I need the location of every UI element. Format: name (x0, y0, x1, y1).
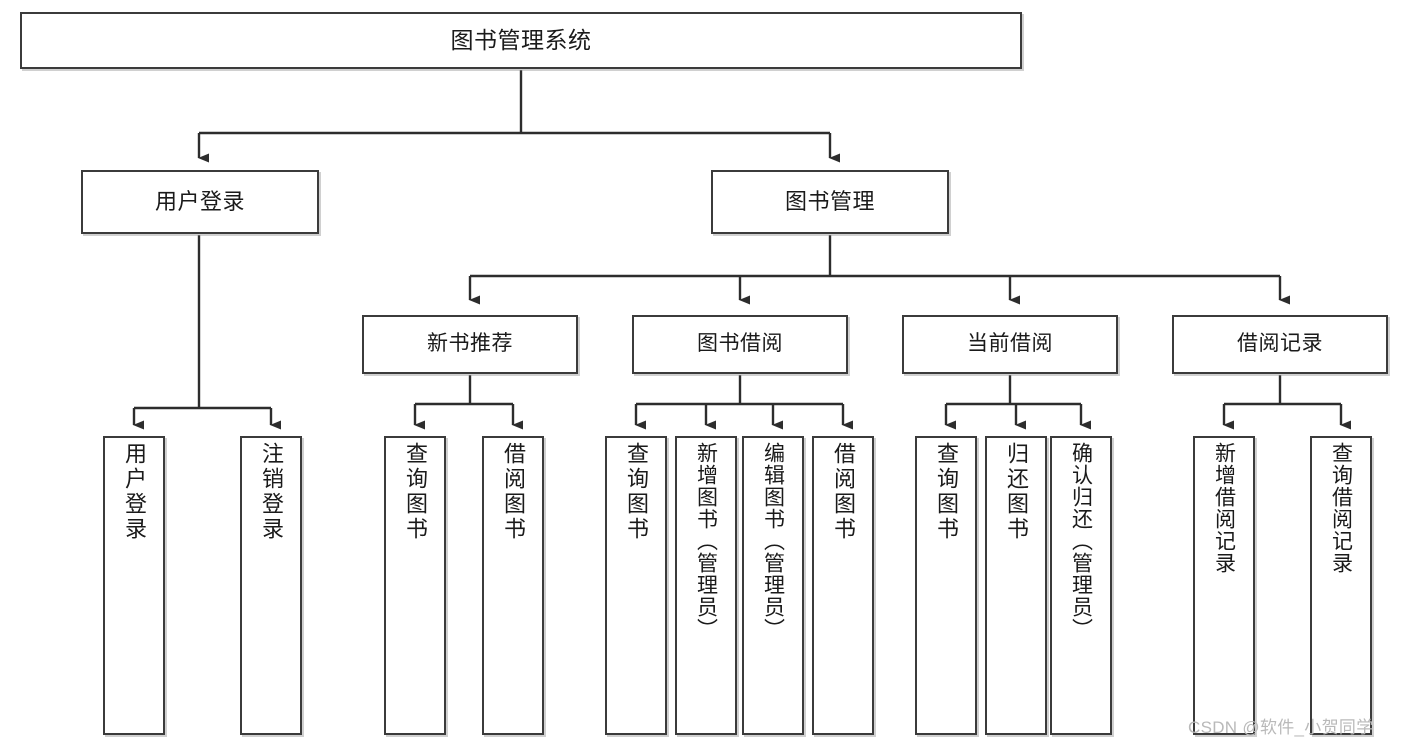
node-book-borrow[interactable]: 图书借阅 (632, 315, 848, 374)
leaf-logout-label: 注销登录 (259, 442, 284, 542)
leaf-borrow-book[interactable]: 借阅图书 (812, 436, 874, 735)
leaf-add-borrow-record[interactable]: 新增借阅记录 (1193, 436, 1255, 735)
leaf-add-book-admin[interactable]: 新增图书（管理员） (675, 436, 737, 735)
node-borrow-record[interactable]: 借阅记录 (1172, 315, 1388, 374)
leaf-user-login-label: 用户登录 (122, 442, 147, 542)
node-current-borrow-label: 当前借阅 (967, 332, 1053, 356)
watermark: CSDN @软件_小贺同学 (1188, 718, 1374, 737)
leaf-query-book-recommend-label: 查询图书 (403, 442, 428, 542)
leaf-borrow-book-recommend-label: 借阅图书 (501, 442, 526, 542)
leaf-add-borrow-record-label: 新增借阅记录 (1212, 442, 1236, 574)
leaf-confirm-return-admin-label: 确认归还（管理员） (1069, 442, 1093, 640)
leaf-query-book-borrow[interactable]: 查询图书 (605, 436, 667, 735)
leaf-query-book-recommend[interactable]: 查询图书 (384, 436, 446, 735)
node-book-management[interactable]: 图书管理 (711, 170, 949, 234)
leaf-logout[interactable]: 注销登录 (240, 436, 302, 735)
leaf-query-book-borrow-label: 查询图书 (624, 442, 649, 542)
leaf-return-book-label: 归还图书 (1004, 442, 1029, 542)
node-current-borrow[interactable]: 当前借阅 (902, 315, 1118, 374)
leaf-query-borrow-record-label: 查询借阅记录 (1329, 442, 1353, 574)
leaf-borrow-book-label: 借阅图书 (831, 442, 856, 542)
node-user-login[interactable]: 用户登录 (81, 170, 319, 234)
node-book-borrow-label: 图书借阅 (697, 332, 783, 356)
node-root-label: 图书管理系统 (450, 27, 592, 54)
leaf-user-login[interactable]: 用户登录 (103, 436, 165, 735)
node-book-management-label: 图书管理 (784, 189, 875, 215)
leaf-query-book-current[interactable]: 查询图书 (915, 436, 977, 735)
node-borrow-record-label: 借阅记录 (1237, 332, 1323, 356)
node-new-book-recommend[interactable]: 新书推荐 (362, 315, 578, 374)
leaf-confirm-return-admin[interactable]: 确认归还（管理员） (1050, 436, 1112, 735)
leaf-edit-book-admin-label: 编辑图书（管理员） (761, 442, 785, 640)
node-root[interactable]: 图书管理系统 (20, 12, 1022, 69)
node-new-book-recommend-label: 新书推荐 (427, 332, 513, 356)
leaf-add-book-admin-label: 新增图书（管理员） (694, 442, 718, 640)
leaf-query-book-current-label: 查询图书 (934, 442, 959, 542)
leaf-edit-book-admin[interactable]: 编辑图书（管理员） (742, 436, 804, 735)
leaf-query-borrow-record[interactable]: 查询借阅记录 (1310, 436, 1372, 735)
leaf-return-book[interactable]: 归还图书 (985, 436, 1047, 735)
leaf-borrow-book-recommend[interactable]: 借阅图书 (482, 436, 544, 735)
node-user-login-label: 用户登录 (154, 189, 245, 215)
